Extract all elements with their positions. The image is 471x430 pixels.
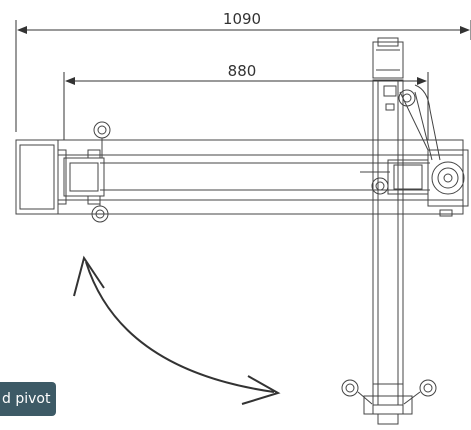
dimension-inner [63, 72, 429, 140]
dimension-inner-label: 880 [228, 62, 257, 80]
curved-double-arrow-icon [73, 255, 281, 405]
bottom-bracket [341, 379, 437, 425]
dimension-overall [15, 20, 471, 132]
top-bracket [372, 37, 441, 161]
dimension-overall-label: 1090 [223, 10, 261, 28]
left-clamp [63, 121, 111, 223]
right-drive [360, 149, 469, 217]
left-end-plate [15, 139, 67, 215]
horizontal-beam [57, 139, 464, 215]
vertical-arm [372, 79, 404, 406]
pivot-caption-tag[interactable]: d pivot [0, 382, 57, 416]
